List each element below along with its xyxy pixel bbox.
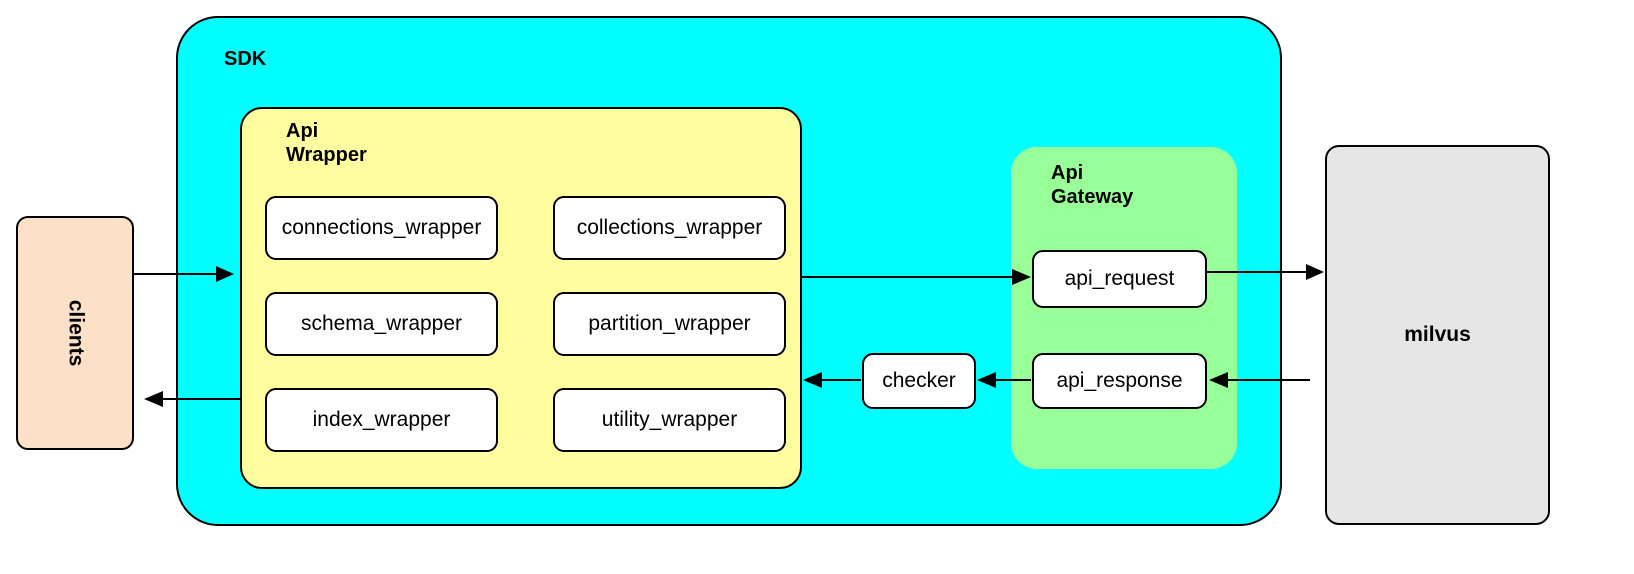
edge-api-wrapper-to-clients: [144, 391, 240, 407]
edge-milvus-to-api-response: [1209, 372, 1310, 388]
sdk-label: SDK: [224, 48, 267, 70]
wrapper-box-collections[interactable]: collections_wrapper: [553, 196, 786, 260]
clients-box[interactable]: clients: [16, 216, 134, 450]
edge-clients-to-api-wrapper: [134, 266, 234, 282]
milvus-box[interactable]: milvus: [1325, 145, 1550, 525]
edge-checker-to-api-wrapper: [803, 372, 861, 388]
checker-box[interactable]: checker: [862, 353, 976, 409]
wrapper-box-connections[interactable]: connections_wrapper: [265, 196, 498, 260]
api-gateway-container: Api Gateway: [1011, 147, 1237, 469]
edge-api-response-to-checker: [977, 372, 1031, 388]
wrapper-box-partition[interactable]: partition_wrapper: [553, 292, 786, 356]
gateway-box-api-response[interactable]: api_response: [1032, 353, 1207, 409]
api-wrapper-label: Api Wrapper: [286, 120, 367, 166]
api-gateway-label: Api Gateway: [1051, 162, 1134, 208]
wrapper-box-schema[interactable]: schema_wrapper: [265, 292, 498, 356]
gateway-box-api-request[interactable]: api_request: [1032, 250, 1207, 308]
edge-api-request-to-milvus: [1207, 264, 1324, 280]
wrapper-box-utility[interactable]: utility_wrapper: [553, 388, 786, 452]
wrapper-box-index[interactable]: index_wrapper: [265, 388, 498, 452]
edge-api-wrapper-to-api-request: [801, 269, 1031, 285]
